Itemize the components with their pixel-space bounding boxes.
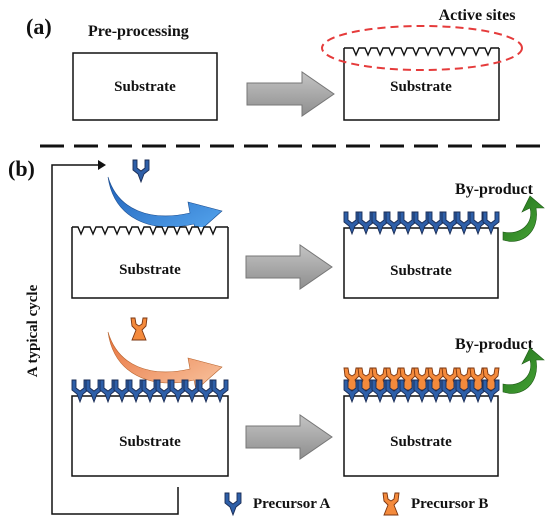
precursor-a-incoming	[132, 159, 150, 183]
gray-arrow-b-top	[245, 244, 333, 290]
active-sites-surface	[343, 48, 500, 121]
cycle-label: A typical cycle	[25, 284, 41, 377]
active-sites-label: Active sites	[439, 7, 516, 24]
substrate-b-bottom-left-label: Substrate	[119, 434, 181, 450]
active-sites-notches-b	[72, 226, 228, 236]
cycle-loop	[51, 164, 179, 515]
legend-precursor-a-label: Precursor A	[253, 496, 331, 512]
cycle-loop-arrowhead	[98, 160, 106, 170]
gray-arrow-b-bottom	[245, 414, 333, 460]
panel-b-label: (b)	[8, 156, 35, 181]
substrate-b-bottom-right-label: Substrate	[390, 434, 452, 450]
green-curved-arrow-top	[502, 195, 545, 242]
substrate-b-top-right: Substrate	[343, 211, 500, 299]
legend-precursor-b-icon	[382, 492, 400, 516]
active-sites-ellipse	[321, 25, 523, 71]
substrate-a-left: Substrate	[72, 52, 218, 121]
substrate-b-top-right-label: Substrate	[390, 263, 452, 279]
substrate-a-left-label: Substrate	[114, 79, 176, 95]
legend-precursor-b-label: Precursor B	[411, 496, 488, 512]
active-sites-notches	[344, 47, 499, 57]
legend-precursor-a-icon	[224, 492, 242, 516]
substrate-b-top-left-label: Substrate	[119, 262, 181, 278]
green-curved-arrow-bottom	[502, 347, 545, 394]
gray-arrow-a	[246, 71, 335, 117]
blue-curved-arrow	[107, 176, 223, 235]
byproduct-label-top: By-product	[455, 181, 534, 198]
substrate-a-right: Substrate	[343, 47, 500, 121]
substrate-a-right-label: Substrate	[390, 79, 452, 95]
precursor-b-layer	[343, 367, 500, 391]
substrate-b-bottom-right: Substrate	[343, 367, 500, 477]
orange-curved-arrow	[107, 331, 223, 391]
legend: Precursor A Precursor B	[224, 492, 488, 516]
preprocessing-label: Pre-processing	[88, 23, 189, 40]
substrate-b-bottom-left: Substrate	[71, 379, 229, 477]
byproduct-label-bottom: By-product	[455, 336, 534, 353]
precursor-a-layer-bottom-left	[71, 379, 229, 403]
substrate-b-top-left: Substrate	[71, 226, 229, 299]
precursor-b-incoming	[130, 317, 148, 341]
panel-a-label: (a)	[26, 14, 52, 39]
